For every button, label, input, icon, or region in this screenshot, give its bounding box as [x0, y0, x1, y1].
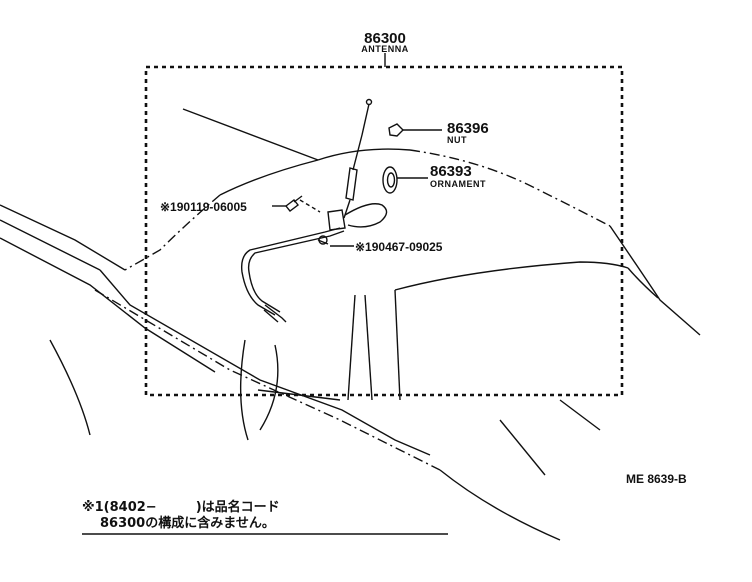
part-86393-number: 86393	[430, 163, 472, 180]
part-86396-name: NUT	[447, 135, 467, 145]
nut-86396-icon	[388, 123, 442, 137]
assembly-number: 86300	[364, 30, 406, 47]
antenna-base-and-cable	[240, 199, 388, 323]
vehicle-body-outline	[0, 108, 701, 541]
ref-190467-label: ※190467-09025	[355, 240, 443, 254]
assembly-enclosure-box	[144, 65, 624, 397]
ref-190119-label: ※190119-06005	[160, 200, 247, 214]
part-86396-number: 86396	[447, 120, 489, 137]
figure-id: ME 8639-B	[626, 472, 687, 486]
note-line-2: 86300の構成に含みません。	[100, 515, 275, 531]
part-86393-name: ORNAMENT	[430, 179, 486, 189]
antenna-mast	[343, 98, 373, 219]
assembly-name: ANTENNA	[361, 44, 409, 54]
ornament-86393-icon	[382, 166, 428, 194]
screw-190119-icon	[285, 195, 303, 212]
note-line-1: ※1(8402− )は品名コード	[82, 499, 280, 515]
